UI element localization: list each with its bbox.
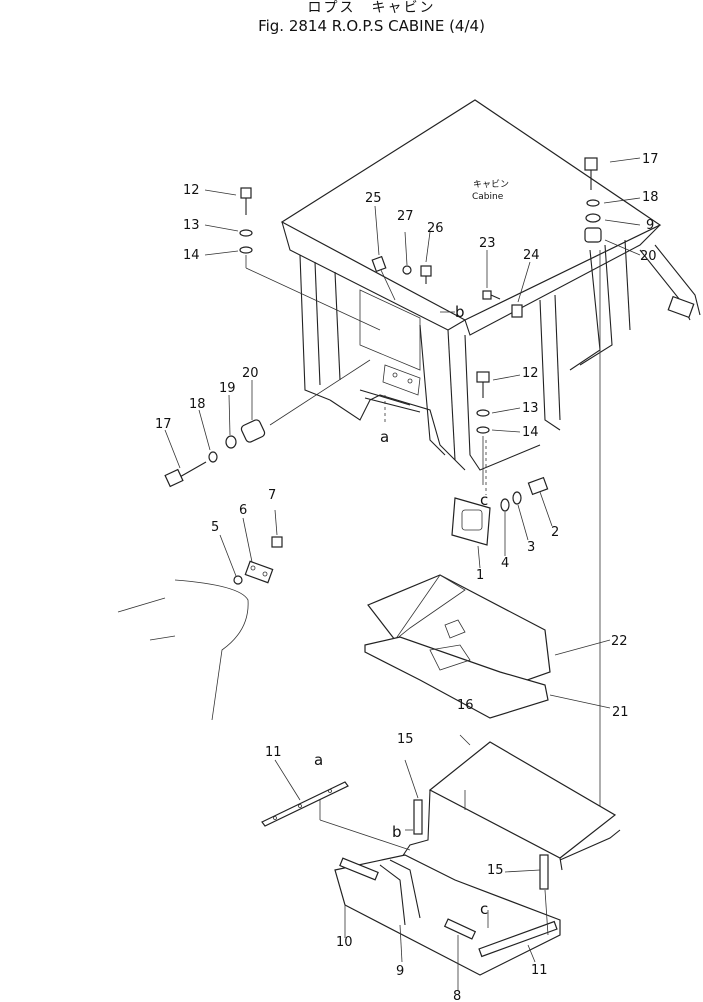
ref-c-upper: c: [480, 491, 488, 509]
cabine-label-en: Cabine: [472, 192, 504, 202]
label-part-24: 24: [523, 248, 540, 263]
figure-title-jp: ロプス キャビン: [307, 0, 436, 16]
label-part-27: 27: [397, 209, 414, 224]
left-bolt-assembly: [164, 359, 371, 488]
label-part-11-a: 11: [265, 745, 282, 760]
label-part-17-b: 17: [642, 152, 659, 167]
label-part-12-b: 12: [522, 366, 539, 381]
ref-c-lower: c: [480, 900, 488, 918]
hood-outline: [117, 579, 249, 721]
label-part-7: 7: [268, 488, 276, 503]
label-part-26: 26: [427, 221, 444, 236]
ref-b-lower: b: [392, 823, 402, 841]
cabin-body: [280, 99, 701, 471]
label-part-6: 6: [239, 503, 247, 518]
label-part-23: 23: [479, 236, 496, 251]
ref-a-lower: a: [314, 751, 323, 769]
lamp-bracket-parts: [219, 509, 283, 585]
strap-left: [261, 759, 349, 827]
label-part-16: 16: [457, 698, 474, 713]
label-part-15-b: 15: [487, 863, 504, 878]
figure-title-en: Fig. 2814 R.O.P.S CABINE (4/4): [258, 17, 485, 35]
label-part-11-b: 11: [531, 963, 548, 978]
label-part-20-b: 20: [640, 249, 657, 264]
label-part-19: 19: [219, 381, 236, 396]
figure-header: ロプス キャビン Fig. 2814 R.O.P.S CABINE (4/4): [0, 0, 703, 35]
label-part-4: 4: [501, 556, 509, 571]
base-frame: [319, 795, 561, 976]
ref-b-upper: b: [455, 303, 465, 321]
floor-mats: [364, 574, 611, 719]
label-part-25: 25: [365, 191, 382, 206]
label-part-18-a: 18: [189, 397, 206, 412]
small-fasteners-top: [371, 205, 531, 318]
label-part-12-a: 12: [183, 183, 200, 198]
floor-frame: [399, 734, 621, 871]
label-part-14-a: 14: [183, 248, 200, 263]
label-part-13-b: 13: [522, 401, 539, 416]
label-part-15-a: 15: [397, 732, 414, 747]
label-part-20-a: 20: [242, 366, 259, 381]
label-part-18-b: 18: [642, 190, 659, 205]
label-part-21: 21: [612, 705, 629, 720]
label-part-3: 3: [527, 540, 535, 555]
cabine-label-jp: キャビン: [473, 179, 509, 190]
bolt-stack-left: [239, 187, 381, 331]
label-part-17-a: 17: [155, 417, 172, 432]
label-part-5: 5: [211, 520, 219, 535]
door-handle-parts: [451, 476, 553, 569]
label-part-14-b: 14: [522, 425, 539, 440]
bolt-stack-right: [584, 157, 602, 810]
label-part-1: 1: [476, 568, 484, 583]
label-part-9-b: 9: [646, 218, 654, 233]
bolt-stack-middle: [476, 371, 521, 485]
ref-a-upper: a: [380, 428, 389, 446]
label-part-13-a: 13: [183, 218, 200, 233]
label-part-22: 22: [611, 634, 628, 649]
label-part-10: 10: [336, 935, 353, 950]
label-part-8: 8: [453, 989, 461, 1002]
label-part-2: 2: [551, 525, 559, 540]
label-part-9: 9: [396, 964, 404, 979]
